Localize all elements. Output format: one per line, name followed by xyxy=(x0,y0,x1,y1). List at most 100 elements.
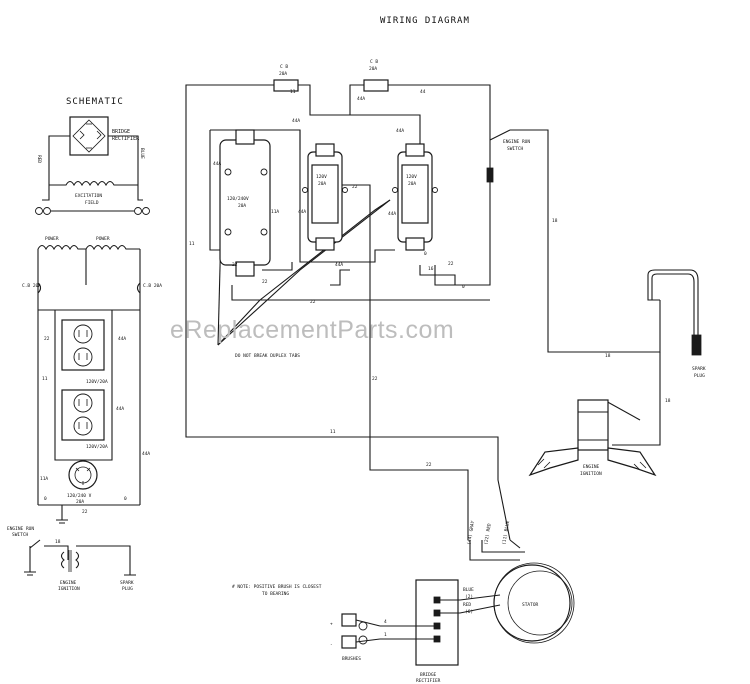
cb-right-symbol xyxy=(136,282,141,294)
w-11-1: 11 xyxy=(189,241,195,247)
sch-wire-22-b: 22 xyxy=(82,509,88,515)
stator xyxy=(493,562,575,644)
w-44a-3: 44A xyxy=(396,128,404,134)
w-0-2: 0 xyxy=(424,251,427,257)
w-18-2: 18 xyxy=(605,353,611,359)
brush-right xyxy=(134,207,142,215)
outlet-right-label-a: 120V xyxy=(406,174,417,180)
brushes xyxy=(341,613,381,649)
rectifier-label: RECTIFIER xyxy=(112,136,140,142)
wire-44a-bridge xyxy=(299,130,395,263)
cb1-label-a: C B xyxy=(280,64,288,70)
w-44a-1: 44A xyxy=(292,118,300,124)
lead-gray-label: (44) GRAY xyxy=(466,520,476,545)
lead-blue-label: (11) BLUE xyxy=(501,520,511,545)
break-tabs-note: DO NOT BREAK DUPLEX TABS xyxy=(235,353,300,359)
sch-outlet-3-label-b: 20A xyxy=(76,499,84,505)
circuit-breaker-2 xyxy=(363,79,389,92)
w-22-3: 22 xyxy=(262,279,268,285)
blue-lead-label: BLUE xyxy=(139,148,145,159)
wire-22-main xyxy=(342,184,469,540)
plus-label: + xyxy=(330,622,333,627)
w-11a-1: 11A xyxy=(271,209,279,215)
engine-ignition-label-b: IGNITION xyxy=(580,471,602,477)
spark-plug-lead xyxy=(647,269,699,335)
sch-ignition-coil xyxy=(60,551,80,569)
sch-outlet-2-label: 120V/20A xyxy=(86,444,108,450)
w-11-3: 11 xyxy=(290,89,296,95)
engine-run-switch-label-b: SWITCH xyxy=(507,146,524,152)
wire-cb2-loop xyxy=(349,84,364,115)
outlet-mid-label-a: 120V xyxy=(316,174,327,180)
w-22-7: 22 xyxy=(448,261,454,267)
power-winding-2-label: POWER xyxy=(96,236,110,242)
schematic-outlet-twistlock xyxy=(68,460,98,490)
excitation-label: EXCITATION xyxy=(75,193,102,199)
wire-22-bottom xyxy=(231,285,490,301)
cb-left-label: C.B 20A xyxy=(22,283,41,289)
sch-wire-44a-b: 44A xyxy=(116,406,124,412)
outlet-main-label-b: 20A xyxy=(238,203,246,209)
diagram-title: WIRING DIAGRAM xyxy=(380,16,470,26)
w-22-1: 22 xyxy=(352,184,358,190)
w-0-1: 0 xyxy=(462,284,465,290)
power-winding-1-label: POWER xyxy=(45,236,59,242)
engine-ignition-module xyxy=(528,399,657,477)
power-windings xyxy=(37,244,140,251)
rect-red-label: RED xyxy=(463,602,471,608)
engine-run-switch xyxy=(486,167,494,183)
bridge-rect-label-a: BRIDGE xyxy=(420,672,437,678)
note-line-b: TO BEARING xyxy=(262,591,289,597)
spark-plug-label-b: PLUG xyxy=(694,373,705,379)
rect-blue-num: (2) xyxy=(465,594,473,600)
wiring-section: C B 20A C B 20A 120/240V xyxy=(185,59,706,684)
brushes-label: BRUSHES xyxy=(342,656,361,662)
bridge-diamond xyxy=(72,119,106,153)
field-label: FIELD xyxy=(85,200,99,206)
sch-wire-0: 0 xyxy=(44,496,47,502)
sch-wire-11a: 11A xyxy=(40,476,48,482)
w-44-1: 44 xyxy=(420,89,426,95)
w-16-1: 16 xyxy=(428,266,434,272)
sch-engine-ignition-a: ENGINE xyxy=(60,580,77,586)
minus-label: - xyxy=(330,643,333,648)
cb2-label-b: 20A xyxy=(369,66,377,72)
w-11-2: 11 xyxy=(330,429,336,435)
sch-wire-0-b: 0 xyxy=(124,496,127,502)
brush-1-label: 1 xyxy=(384,632,387,638)
sch-wire-44a-c: 44A xyxy=(142,451,150,457)
w-44a-6: 44A xyxy=(335,262,343,268)
wire-18-loop xyxy=(489,129,661,353)
bridge-rectifier-symbol xyxy=(69,116,109,156)
schematic-section: BRIDGE RECTIFIER RED BLUE EXCITATION FIE… xyxy=(7,116,162,592)
w-22-2: 22 xyxy=(232,262,238,268)
w-44a-4: 44A xyxy=(388,211,396,217)
sch-spark-plug-a: SPARK xyxy=(120,580,134,586)
sch-outlet-3-label-a: 120/240 V xyxy=(67,493,92,499)
watermark: eReplacementParts.com xyxy=(170,316,454,344)
w-44a-5: 44A xyxy=(298,209,306,215)
red-lead-label: RED xyxy=(36,155,42,163)
cb-right-label: C.B 20A xyxy=(143,283,162,289)
sch-wire-44a: 44A xyxy=(118,336,126,342)
w-44a-2: 44A xyxy=(213,161,221,167)
sch-wire-18: 18 xyxy=(55,539,61,545)
w-18-3: 18 xyxy=(665,398,671,404)
sch-engine-run-switch-b: SWITCH xyxy=(12,532,29,538)
wire-cb1-out xyxy=(298,84,421,150)
rect-red-num: (6) xyxy=(465,609,473,615)
outlet-right-label-b: 20A xyxy=(408,181,416,187)
w-22-5: 22 xyxy=(372,376,378,382)
outlet-120-240v xyxy=(219,129,271,277)
outlet-main-label-a: 120/240V xyxy=(227,196,249,202)
spark-plug-label-a: SPARK xyxy=(692,366,706,372)
cb1-label-b: 20A xyxy=(279,71,287,77)
sch-wire-22: 22 xyxy=(44,336,50,342)
sch-outlet-1-label: 120V/20A xyxy=(86,379,108,385)
schematic-title: SCHEMATIC xyxy=(66,97,124,107)
outlet-120v-right xyxy=(392,143,438,251)
w-22-4: 22 xyxy=(310,299,316,305)
schematic-outlet-duplex-2 xyxy=(61,389,105,441)
sch-spark-plug-b: PLUG xyxy=(122,586,133,592)
